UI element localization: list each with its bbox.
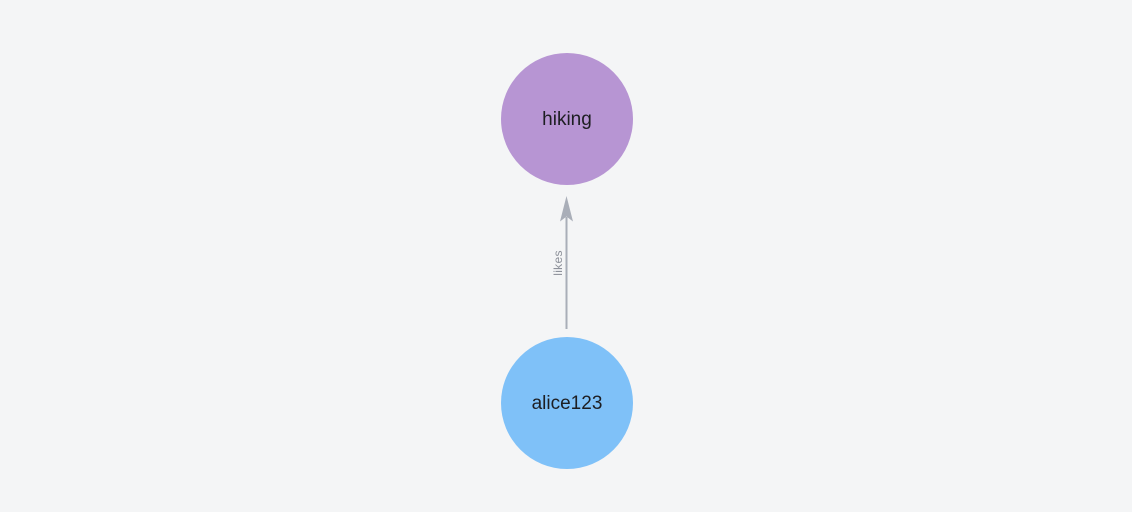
node-label-alice123: alice123 [531, 392, 603, 414]
edge-arrowhead-icon [560, 196, 573, 222]
node-alice123[interactable]: alice123 [501, 337, 633, 469]
node-label-hiking: hiking [542, 108, 592, 130]
node-hiking[interactable]: hiking [501, 53, 633, 185]
edge-label-likes: likes [551, 250, 565, 276]
